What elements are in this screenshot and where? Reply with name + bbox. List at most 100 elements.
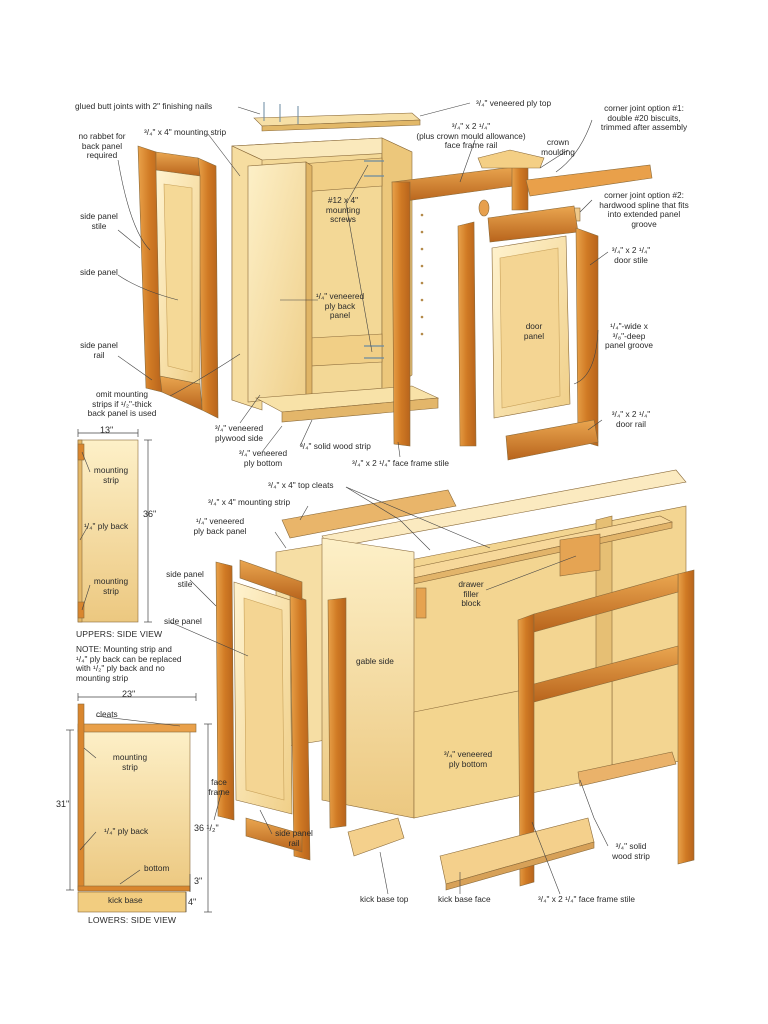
upper-face-frame-stile-left — [391, 181, 411, 447]
label-drawer-filler-block: drawer filler block — [458, 579, 484, 609]
door-stile-right — [575, 227, 599, 447]
label-upper-ply-bottom: ³/₄" veneered ply bottom — [238, 448, 288, 468]
label-crown-moulding: crown moulding — [541, 137, 575, 157]
lower-gable-stile — [327, 597, 347, 829]
lower-cabinet-assembly — [215, 469, 695, 891]
label-uppers-mounting-strip-bottom: mounting strip — [93, 576, 129, 596]
lowers-cleats — [77, 723, 197, 733]
label-door-stile: ³/₄" x 2 ¹/₄" door stile — [611, 245, 651, 265]
label-panel-groove: ¹/₄"-wide x ³/₈"-deep panel groove — [605, 321, 653, 351]
label-uppers-width: 13" — [100, 425, 114, 435]
uppers-back-line — [77, 439, 83, 623]
label-lowers-ply-back: ¹/₄" ply back — [104, 826, 149, 836]
upper-face-frame-rail — [391, 165, 529, 203]
label-door-rail: ³/₄" x 2 ¹/₄" door rail — [611, 409, 651, 429]
upper-ply-back-panel-edge — [305, 161, 313, 397]
label-uppers-height: 36" — [143, 509, 157, 519]
label-upper-side-panel: side panel — [80, 267, 118, 277]
lowers-dimension-lines — [66, 693, 212, 913]
door-rail-bottom — [505, 419, 599, 461]
label-no-rabbet: no rabbet for back panel required — [78, 131, 126, 161]
label-lower-side-panel: side panel — [164, 616, 202, 626]
lower-face-frame-stile-right — [677, 569, 695, 865]
label-plywood-side: ³/₄" veneered plywood side — [214, 423, 264, 443]
crown-moulding — [525, 164, 653, 197]
uppers-dimension-lines — [77, 429, 152, 623]
upper-ply-back-panel — [247, 161, 307, 403]
lower-block — [415, 587, 427, 619]
lower-side-panel-rail-bottom — [245, 817, 303, 853]
label-door-panel: door panel — [523, 321, 545, 341]
label-lowers-mounting-strip: mounting strip — [112, 752, 148, 772]
lower-side-raised-panel-field — [243, 597, 285, 801]
drawer-filler-block — [559, 533, 601, 577]
lower-face-frame — [517, 569, 695, 887]
label-lower-side-panel-stile: side panel stile — [166, 569, 204, 589]
lower-side-panel — [215, 559, 311, 861]
label-glued-butt-joints: glued butt joints with 2" finishing nail… — [75, 101, 213, 111]
label-uppers-mounting-strip-top: mounting strip — [93, 465, 129, 485]
corner-biscuit — [478, 199, 490, 217]
label-mounting-screws: #12 x 4" mounting screws — [325, 195, 361, 225]
lower-solid-wood-strip — [577, 751, 677, 787]
label-lower-ply-back-panel: ¹/₄" veneered ply back panel — [193, 516, 247, 536]
finishing-nails — [263, 102, 299, 124]
lower-mounting-strip — [281, 489, 457, 539]
lower-side-panel-stile — [215, 561, 235, 821]
label-gable-side: gable side — [356, 656, 394, 666]
label-upper-mounting-strip: ³/₄" x 4" mounting strip — [144, 127, 227, 137]
label-upper-side-panel-stile: side panel stile — [80, 211, 118, 231]
label-face-frame: face frame — [208, 777, 230, 797]
label-lower-ply-bottom: ³/₄" veneered ply bottom — [443, 749, 493, 769]
veneered-ply-top-edge — [261, 119, 421, 132]
label-lowers-dim-4: 4" — [188, 897, 197, 907]
label-uppers-ply-back: ¹/₄" ply back — [84, 521, 129, 531]
label-face-frame-rail: ³/₄" x 2 ¹/₄" (plus crown mould allowanc… — [416, 121, 526, 151]
caption-uppers-side-view: UPPERS: SIDE VIEW — [76, 629, 163, 639]
lowers-side-view-drawing — [66, 693, 212, 913]
label-omit-mounting: omit mounting strips if ¹/₂"-thick back … — [87, 389, 157, 419]
label-corner-joint-1: corner joint option #1: double #20 biscu… — [600, 103, 688, 133]
label-lower-side-panel-rail: side panel rail — [275, 828, 313, 848]
lowers-back — [77, 703, 85, 891]
label-lowers-cleats: cleats — [96, 709, 118, 719]
door-panel-field — [499, 247, 561, 409]
lowers-bottom — [77, 885, 191, 892]
lower-face-frame-rail-mid — [533, 645, 679, 703]
label-lowers-width: 23" — [122, 689, 136, 699]
lower-side-panel-rail-top — [239, 559, 303, 601]
upper-side-panel — [137, 145, 219, 419]
upper-side-raised-panel-field — [163, 183, 193, 373]
label-upper-ply-back-panel: ¹/₄" veneered ply back panel — [315, 291, 365, 321]
label-lowers-dim-3: 3" — [194, 876, 203, 886]
label-lower-solid-wood-strip: ³/₄" solid wood strip — [612, 841, 650, 861]
mounting-screws — [364, 160, 384, 359]
label-lowers-overall-height: 36 ¹/₂" — [194, 823, 219, 833]
label-upper-side-panel-rail: side panel rail — [80, 340, 118, 360]
label-kick-base-top: kick base top — [360, 894, 409, 904]
upper-face-frame — [391, 165, 529, 447]
label-top-cleats: ³/₄" x 4" top cleats — [268, 480, 334, 490]
kick-base-face-edge — [445, 841, 595, 891]
crown-moulding-profile — [477, 149, 545, 169]
label-veneered-ply-top: ³/₄" veneered ply top — [476, 98, 552, 108]
label-lower-mounting-strip: ³/₄" x 4" mounting strip — [208, 497, 291, 507]
door-stile-left — [457, 221, 477, 447]
label-lowers-kick-base: kick base — [108, 895, 143, 905]
lowers-side-view-body — [77, 729, 191, 891]
uppers-strip-top — [77, 443, 85, 461]
upper-side-panel-stile-right — [197, 157, 219, 419]
kick-base-top — [347, 817, 405, 857]
label-lowers-bottom: bottom — [144, 863, 170, 873]
label-upper-solid-wood-strip: ³/₄" solid wood strip — [300, 441, 371, 451]
label-lower-face-frame-stile: ³/₄" x 2 ¹/₄" face frame stile — [538, 894, 636, 904]
label-kick-base-face: kick base face — [438, 894, 491, 904]
leader-lines — [79, 102, 609, 895]
upper-door — [457, 205, 599, 461]
upper-cabinet-assembly — [137, 102, 653, 461]
lower-face-frame-rail-top — [533, 573, 679, 633]
label-corner-joint-2: corner joint option #2: hardwood spline … — [599, 190, 689, 229]
upper-mounting-strip-bottom — [309, 333, 383, 367]
lower-face-frame-stile-left — [517, 613, 535, 887]
